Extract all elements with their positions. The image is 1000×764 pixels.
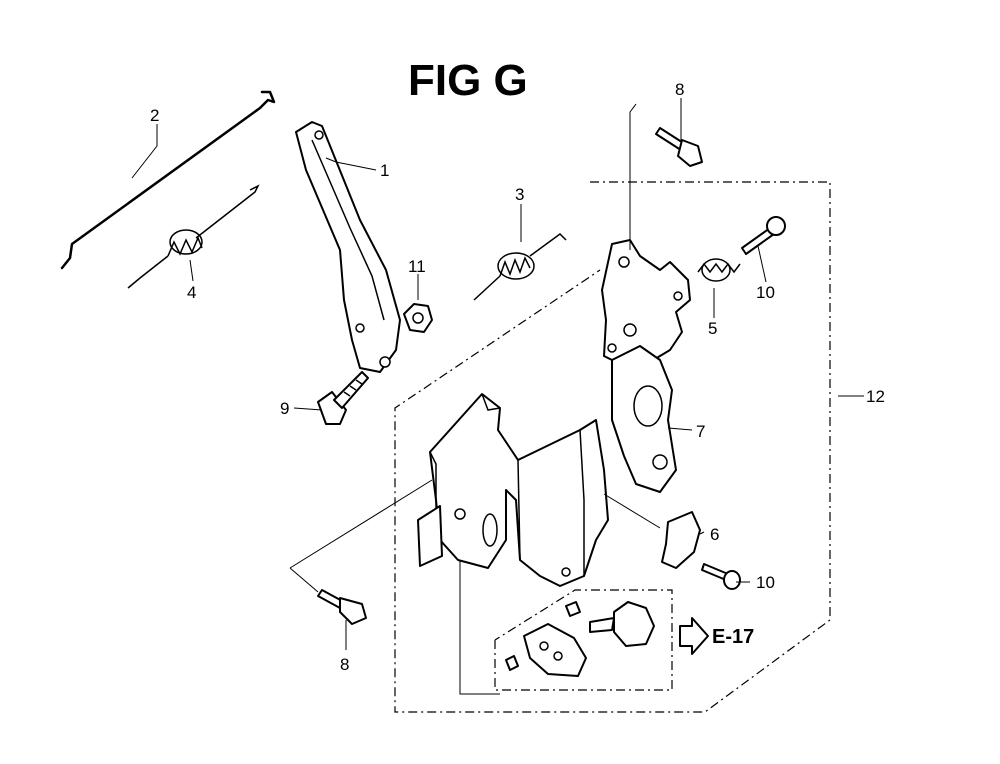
bolt-part-9 [317, 371, 369, 425]
spring-part-5 [697, 258, 741, 282]
upper-bracket-plate [601, 239, 691, 367]
callout-4: 4 [187, 283, 196, 302]
spring-part-4 [127, 184, 260, 289]
callout-8-bottom: 8 [340, 655, 349, 674]
assembly-boundary [394, 181, 831, 713]
callout-2: 2 [150, 106, 159, 125]
callout-12: 12 [866, 387, 885, 406]
callout-3: 3 [515, 185, 524, 204]
callout-5: 5 [708, 319, 717, 338]
clip-part-6 [661, 511, 701, 569]
bolt-part-8-bottom [317, 589, 367, 625]
main-bracket [417, 393, 609, 587]
reference-arrow-icon [679, 617, 709, 655]
screw-part-10-top [741, 216, 786, 255]
reference-label: E-17 [712, 626, 754, 648]
callout-10-bottom: 10 [756, 573, 775, 592]
rod-part-2 [60, 90, 276, 270]
callout-9: 9 [280, 399, 289, 418]
control-plate-part-7 [611, 345, 677, 493]
bolt-part-8-top [655, 127, 703, 167]
spring-part-3 [473, 233, 567, 301]
sub-group-boundary [494, 589, 673, 691]
callout-6: 6 [710, 525, 719, 544]
callout-1: 1 [380, 161, 389, 180]
switch-subassembly [505, 601, 655, 677]
nut-part-11 [403, 303, 433, 333]
figure-title: FIG G [408, 56, 528, 105]
callout-10-top: 10 [756, 283, 775, 302]
callout-11: 11 [408, 257, 426, 276]
leader-lines [131, 98, 864, 695]
callout-8-top: 8 [675, 80, 684, 99]
screw-part-10-bottom [701, 563, 741, 590]
callout-7: 7 [696, 422, 705, 441]
lever-part-1 [295, 121, 401, 373]
